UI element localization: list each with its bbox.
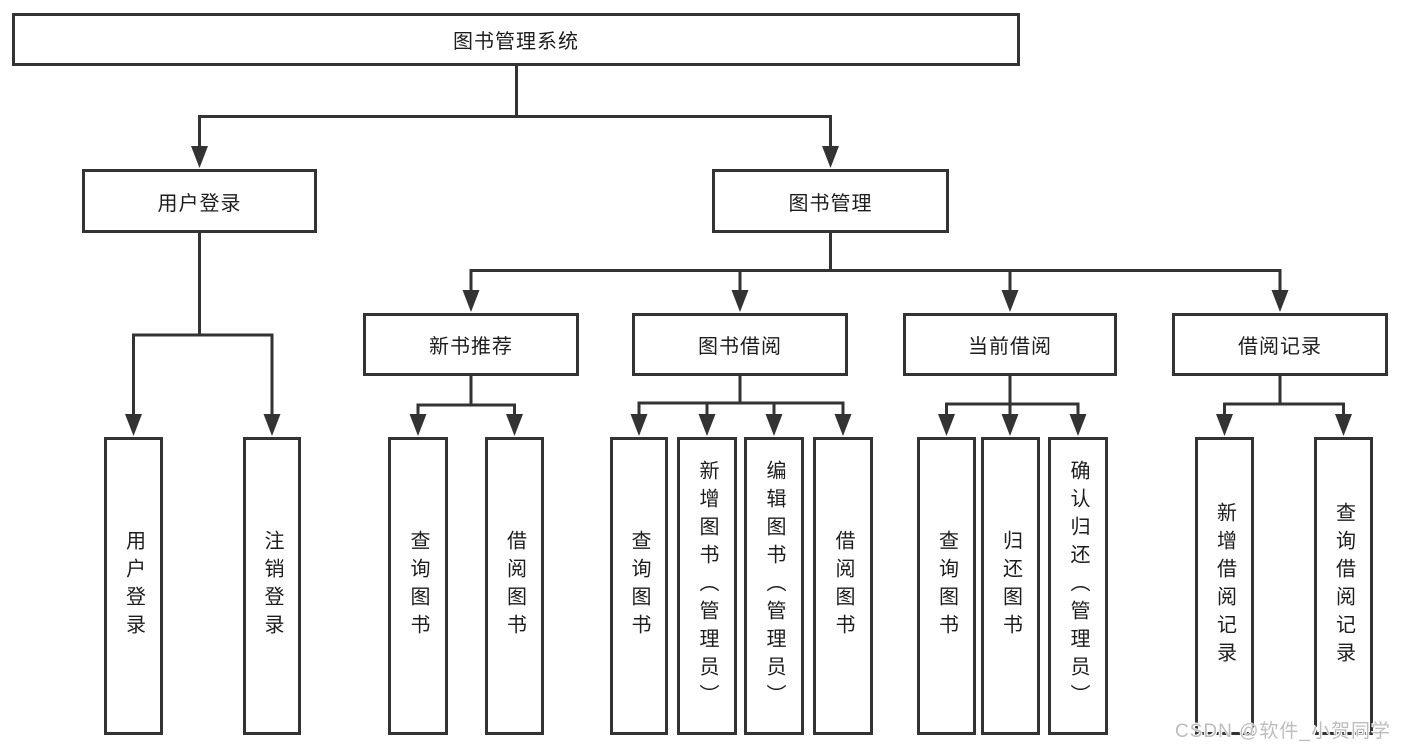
node-leaf-query-book-3-label: 查询图书 <box>935 530 958 642</box>
node-leaf-borrow-book-1-label: 借阅图书 <box>503 530 526 642</box>
csdn-watermark: CSDN @软件_小贺同学 <box>1175 721 1391 742</box>
node-user-login: 用户登录 <box>82 169 317 233</box>
connector-current-borrowing-children <box>938 376 1087 436</box>
node-leaf-add-borrow-record-label: 新增借阅记录 <box>1213 502 1236 670</box>
node-leaf-query-book-1-label: 查询图书 <box>407 530 429 642</box>
node-leaf-confirm-return-admin-label: 确认归还（管理员） <box>1067 460 1089 712</box>
node-leaf-add-book-admin: 新增图书（管理员） <box>677 437 737 735</box>
node-leaf-return-book-label: 归还图书 <box>999 530 1022 642</box>
node-leaf-query-borrow-record: 查询借阅记录 <box>1314 437 1373 735</box>
node-leaf-edit-book-admin-label: 编辑图书（管理员） <box>763 460 785 712</box>
connector-book-management-children <box>462 233 1289 312</box>
connector-book-borrowing-children <box>630 376 852 436</box>
node-leaf-query-book-2: 查询图书 <box>610 437 668 735</box>
node-leaf-query-borrow-record-label: 查询借阅记录 <box>1332 502 1355 670</box>
node-book-borrowing: 图书借阅 <box>632 313 848 376</box>
node-library-management-system: 图书管理系统 <box>12 13 1020 66</box>
node-leaf-user-login-label: 用户登录 <box>122 530 145 642</box>
node-leaf-add-book-admin-label: 新增图书（管理员） <box>696 460 718 712</box>
node-current-borrowing: 当前借阅 <box>903 313 1117 376</box>
node-leaf-borrow-book-2: 借阅图书 <box>813 437 873 735</box>
node-leaf-edit-book-admin: 编辑图书（管理员） <box>744 437 804 735</box>
node-leaf-borrow-book-2-label: 借阅图书 <box>832 530 854 642</box>
node-leaf-query-book-2-label: 查询图书 <box>628 530 650 642</box>
node-borrowing-records: 借阅记录 <box>1172 313 1388 376</box>
node-book-management: 图书管理 <box>712 169 949 233</box>
connector-root-to-modules <box>191 66 839 168</box>
node-leaf-confirm-return-admin: 确认归还（管理员） <box>1048 437 1108 735</box>
connector-new-book-recommend-children <box>409 376 523 436</box>
node-leaf-logout-label: 注销登录 <box>261 530 283 642</box>
node-leaf-query-book-1: 查询图书 <box>388 437 448 735</box>
node-new-book-recommend: 新书推荐 <box>363 313 579 376</box>
node-leaf-query-book-3: 查询图书 <box>917 437 976 735</box>
node-leaf-user-login: 用户登录 <box>104 437 163 735</box>
node-leaf-logout: 注销登录 <box>243 437 301 735</box>
connector-user-login-children <box>125 233 281 436</box>
node-leaf-borrow-book-1: 借阅图书 <box>485 437 544 735</box>
node-leaf-add-borrow-record: 新增借阅记录 <box>1195 437 1254 735</box>
connector-borrowing-records-children <box>1216 376 1352 436</box>
node-leaf-return-book: 归还图书 <box>981 437 1040 735</box>
